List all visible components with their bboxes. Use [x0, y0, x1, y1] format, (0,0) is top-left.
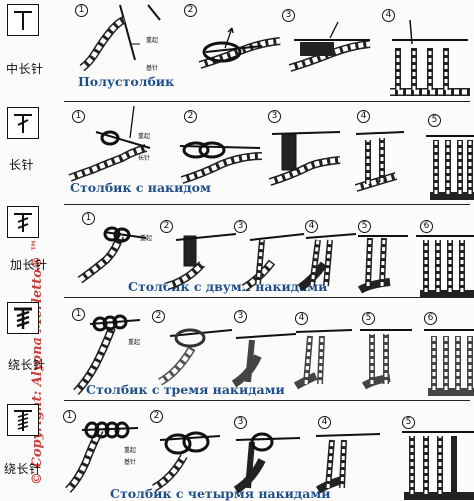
- row-title: Полустолбик: [78, 74, 175, 89]
- row-illustrations: 重起 基针: [79, 4, 470, 96]
- t-four-slash-symbol-icon: [14, 410, 32, 431]
- step-number: 5: [402, 416, 415, 429]
- row-title: Столбик с накидом: [70, 180, 211, 195]
- row-triple-treble: 绕长针 Столбик с четырмя накидами 1 2 3 4 5…: [0, 402, 474, 501]
- step-number: 4: [318, 416, 331, 429]
- svg-text:基针: 基针: [146, 64, 158, 72]
- step-number: 2: [184, 4, 197, 17]
- step-number: 3: [234, 416, 247, 429]
- step-number: 1: [75, 4, 88, 17]
- step-number: 2: [150, 410, 163, 423]
- row-illustrations: 重起: [73, 314, 474, 396]
- step-number: 4: [295, 312, 308, 325]
- hook-icon: [119, 4, 161, 61]
- step-number: 5: [362, 312, 375, 325]
- svg-text:基针: 基针: [124, 458, 136, 466]
- step-number: 3: [282, 9, 295, 22]
- row-label-cn: 长针: [9, 158, 35, 172]
- row-illustrations: 重起 基针: [65, 421, 474, 500]
- row-divider: [64, 101, 470, 102]
- triple-treble-symbol-icon: [7, 404, 39, 436]
- svg-text:长针: 长针: [138, 154, 150, 162]
- t-symbol-icon: [14, 11, 32, 30]
- step-number: 1: [63, 410, 76, 423]
- t-three-slash-symbol-icon: [14, 307, 32, 329]
- t-slash-symbol-icon: [14, 114, 32, 133]
- svg-text:重起: 重起: [146, 36, 158, 44]
- step-number: 6: [424, 312, 437, 325]
- step-number: 1: [82, 212, 95, 225]
- svg-text:重起: 重起: [128, 338, 140, 346]
- step-number: 4: [305, 220, 318, 233]
- row-divider: [64, 400, 470, 401]
- step-number: 1: [72, 308, 85, 321]
- step-number: 3: [268, 110, 281, 123]
- row-half-double: 中长针 Полустолбик 1 2 3 4 重起 基针: [0, 0, 474, 102]
- row-title: Столбик с четырмя накидами: [110, 486, 331, 501]
- step-number: 4: [357, 110, 370, 123]
- double-symbol-icon: [7, 107, 39, 139]
- step-number: 1: [72, 110, 85, 123]
- step-number: 3: [234, 310, 247, 323]
- step-number: 2: [160, 220, 173, 233]
- step-number: 2: [184, 110, 197, 123]
- svg-text:重起: 重起: [124, 446, 136, 454]
- svg-text:重起: 重起: [140, 234, 152, 242]
- step-number: 3: [234, 220, 247, 233]
- row-label-cn: 加长针: [10, 258, 48, 272]
- step-number: 2: [152, 310, 165, 323]
- row-label-cn: 绕长针: [4, 462, 42, 476]
- double-treble-symbol-icon: [7, 302, 39, 334]
- row-illustrations: 重起: [77, 226, 474, 298]
- t-two-slash-symbol-icon: [14, 213, 32, 232]
- chain-stitches: [79, 16, 126, 72]
- row-divider: [64, 204, 470, 205]
- row-double-treble: 绕长针 Столбик с тремя накидами 1 2 3 4 5 6…: [0, 300, 474, 401]
- treble-symbol-icon: [7, 206, 39, 238]
- step-number: 5: [358, 220, 371, 233]
- step-number: 4: [382, 9, 395, 22]
- row-label-cn: 绕长针: [8, 358, 46, 372]
- half-double-symbol-icon: [7, 4, 39, 36]
- svg-text:重起: 重起: [138, 132, 150, 140]
- step-number: 5: [428, 114, 441, 127]
- row-label-cn: 中长针: [6, 62, 44, 76]
- step-number: 6: [420, 220, 433, 233]
- row-illustrations: 重起 长针: [68, 105, 474, 200]
- row-treble: 加长针 Столбик с двумя накидами 1 2 3 4 5 6…: [0, 206, 474, 298]
- row-divider: [64, 297, 470, 298]
- row-double: 长针 Столбик с накидом 1 2 3 4 5 重起 长针: [0, 104, 474, 205]
